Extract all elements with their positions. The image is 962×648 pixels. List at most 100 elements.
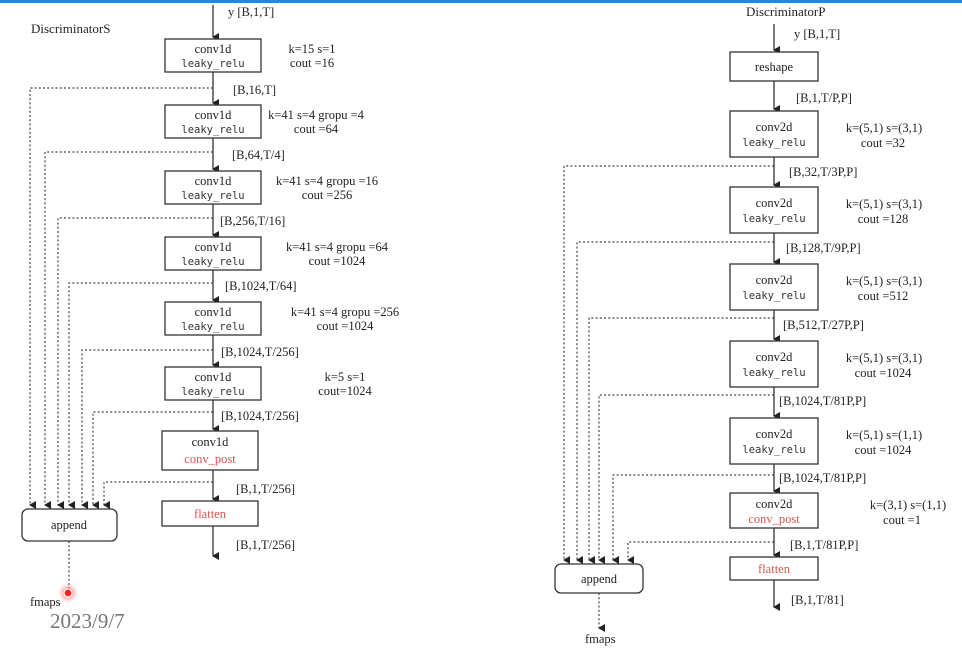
conv2d-layer-cout: cout =128 bbox=[858, 212, 908, 226]
layer-out-shape: [B,512,T/27P,P] bbox=[783, 318, 864, 332]
conv-layer-op: conv1d bbox=[195, 305, 233, 319]
append-label: append bbox=[581, 572, 618, 586]
feature-map-tap bbox=[44, 151, 213, 509]
discriminator-s: DiscriminatorS y [B,1,T] conv1dleaky_rel… bbox=[21, 5, 399, 609]
feature-map-tap bbox=[563, 165, 774, 564]
conv-layer-activation: leaky_relu bbox=[181, 58, 244, 70]
conv2d-layer-op: conv2d bbox=[756, 196, 794, 210]
conv2d-layer-activation: leaky_relu bbox=[742, 290, 805, 302]
input-shape-label: y [B,1,T] bbox=[794, 27, 840, 41]
layer-out-shape: [B,256,T/16] bbox=[220, 214, 285, 228]
conv2d-layer-activation: leaky_relu bbox=[742, 367, 805, 379]
reshape-out-shape: [B,1,T/P,P] bbox=[796, 91, 852, 105]
laser-pointer-dot bbox=[63, 588, 73, 598]
conv2d-layer-params: k=(5,1) s=(1,1) bbox=[846, 428, 922, 442]
conv-layer-params: k=5 s=1 bbox=[325, 370, 366, 384]
conv2d-layer-box bbox=[729, 110, 819, 158]
fmaps-label: fmaps bbox=[585, 632, 616, 646]
layer-out-shape: [B,1024,T/81P,P] bbox=[779, 394, 866, 408]
input-shape-label: y [B,1,T] bbox=[228, 5, 274, 19]
layer-out-shape: [B,16,T] bbox=[233, 83, 276, 97]
layer-out-shape: [B,1024,T/256] bbox=[221, 345, 299, 359]
conv2d-layer-params: k=(5,1) s=(3,1) bbox=[846, 351, 922, 365]
conv2d-layer-cout: cout =32 bbox=[861, 136, 905, 150]
flatten-out-shape: [B,1,T/256] bbox=[236, 538, 295, 552]
conv2d-layer-cout: cout =512 bbox=[858, 289, 908, 303]
flatten-label: flatten bbox=[758, 562, 791, 576]
feature-map-tap bbox=[576, 241, 774, 564]
layer-out-shape: [B,64,T/4] bbox=[232, 148, 285, 162]
conv2d-layer-box bbox=[729, 186, 819, 234]
feature-map-tap bbox=[612, 474, 774, 564]
conv2d-layer-block: conv2d leaky_relu k=(5,1) s=(3,1)cout =512… bbox=[729, 263, 922, 343]
conv2d-layer-block: conv2d leaky_relu k=(5,1) s=(3,1)cout =102… bbox=[729, 340, 922, 420]
conv-layer-cout: cout =1024 bbox=[317, 319, 374, 333]
conv-layer-op: conv1d bbox=[195, 174, 233, 188]
discriminator-p: DiscriminatorP y [B,1,T] reshape [B,1,T/… bbox=[554, 4, 946, 646]
feature-map-tap bbox=[588, 317, 774, 564]
fmaps-label: fmaps bbox=[30, 595, 61, 609]
conv-post-params: k=(3,1) s=(1,1) bbox=[870, 498, 946, 512]
conv2d-layer-activation: leaky_relu bbox=[742, 213, 805, 225]
layer-out-shape: [B,128,T/9P,P] bbox=[786, 241, 861, 255]
append-label: append bbox=[51, 518, 88, 532]
feature-map-tap bbox=[92, 411, 213, 509]
conv2d-layer-params: k=(5,1) s=(3,1) bbox=[846, 274, 922, 288]
conv-post-block: conv1d conv_post bbox=[161, 430, 259, 471]
conv-layer-activation: leaky_relu bbox=[181, 321, 244, 333]
conv2d-layer-activation: leaky_relu bbox=[742, 444, 805, 456]
flatten-label: flatten bbox=[194, 507, 227, 521]
conv-post-box bbox=[161, 430, 259, 471]
flatten-box bbox=[161, 500, 259, 527]
conv-post-op: conv2d bbox=[756, 497, 794, 511]
slide-date: 2023/9/7 bbox=[50, 609, 125, 633]
conv-layer-activation: leaky_relu bbox=[181, 256, 244, 268]
slide-top-accent-bar bbox=[0, 0, 962, 3]
conv-layer-params: k=41 s=4 gropu =64 bbox=[286, 240, 389, 254]
conv-layer-params: k=15 s=1 bbox=[288, 42, 335, 56]
conv2d-layer-box bbox=[729, 340, 819, 388]
conv2d-layer-block: conv2d leaky_relu k=(5,1) s=(1,1)cout =102… bbox=[729, 417, 922, 495]
conv2d-layer-op: conv2d bbox=[756, 427, 794, 441]
conv-layer-cout: cout=1024 bbox=[318, 384, 372, 398]
layer-out-shape: [B,1024,T/256] bbox=[221, 409, 299, 423]
post-out-shape: [B,1,T/256] bbox=[236, 482, 295, 496]
conv-post-op: conv1d bbox=[192, 435, 230, 449]
conv2d-layer-op: conv2d bbox=[756, 350, 794, 364]
conv2d-layer-activation: leaky_relu bbox=[742, 137, 805, 149]
feature-map-tap bbox=[68, 282, 213, 509]
conv-layer-params: k=41 s=4 gropu =256 bbox=[291, 305, 399, 319]
conv-layer-block: conv1d leaky_relu k=41 s=4 gropu =256cout … bbox=[164, 301, 399, 369]
conv2d-layer-block: conv2d leaky_relu k=(5,1) s=(3,1)cout =128… bbox=[729, 186, 922, 266]
conv2d-layer-params: k=(5,1) s=(3,1) bbox=[846, 197, 922, 211]
conv-post-cout: cout =1 bbox=[883, 513, 921, 527]
conv2d-layer-op: conv2d bbox=[756, 273, 794, 287]
post-out-shape: [B,1,T/81P,P] bbox=[790, 538, 858, 552]
conv-layer-activation: leaky_relu bbox=[181, 386, 244, 398]
layer-out-shape: [B,32,T/3P,P] bbox=[789, 165, 857, 179]
layer-out-shape: [B,1024,T/81P,P] bbox=[779, 471, 866, 485]
conv-post-act: conv_post bbox=[184, 452, 236, 466]
conv-layer-cout: cout =256 bbox=[302, 188, 352, 202]
layer-out-shape: [B,1024,T/64] bbox=[225, 279, 297, 293]
conv-post-act: conv_post bbox=[748, 512, 800, 526]
feature-map-tap bbox=[81, 349, 213, 509]
conv-layer-op: conv1d bbox=[195, 240, 233, 254]
conv2d-layer-cout: cout =1024 bbox=[855, 366, 912, 380]
conv-layer-params: k=41 s=4 gropu =16 bbox=[276, 174, 378, 188]
conv2d-layer-box bbox=[729, 263, 819, 311]
conv-layer-cout: cout =64 bbox=[294, 122, 339, 136]
conv2d-layer-box bbox=[729, 417, 819, 465]
conv-layer-activation: leaky_relu bbox=[181, 124, 244, 136]
conv-layer-params: k=41 s=4 gropu =4 bbox=[268, 108, 365, 122]
reshape-label: reshape bbox=[755, 60, 794, 74]
conv-layer-op: conv1d bbox=[195, 370, 233, 384]
conv2d-layer-cout: cout =1024 bbox=[855, 443, 912, 457]
